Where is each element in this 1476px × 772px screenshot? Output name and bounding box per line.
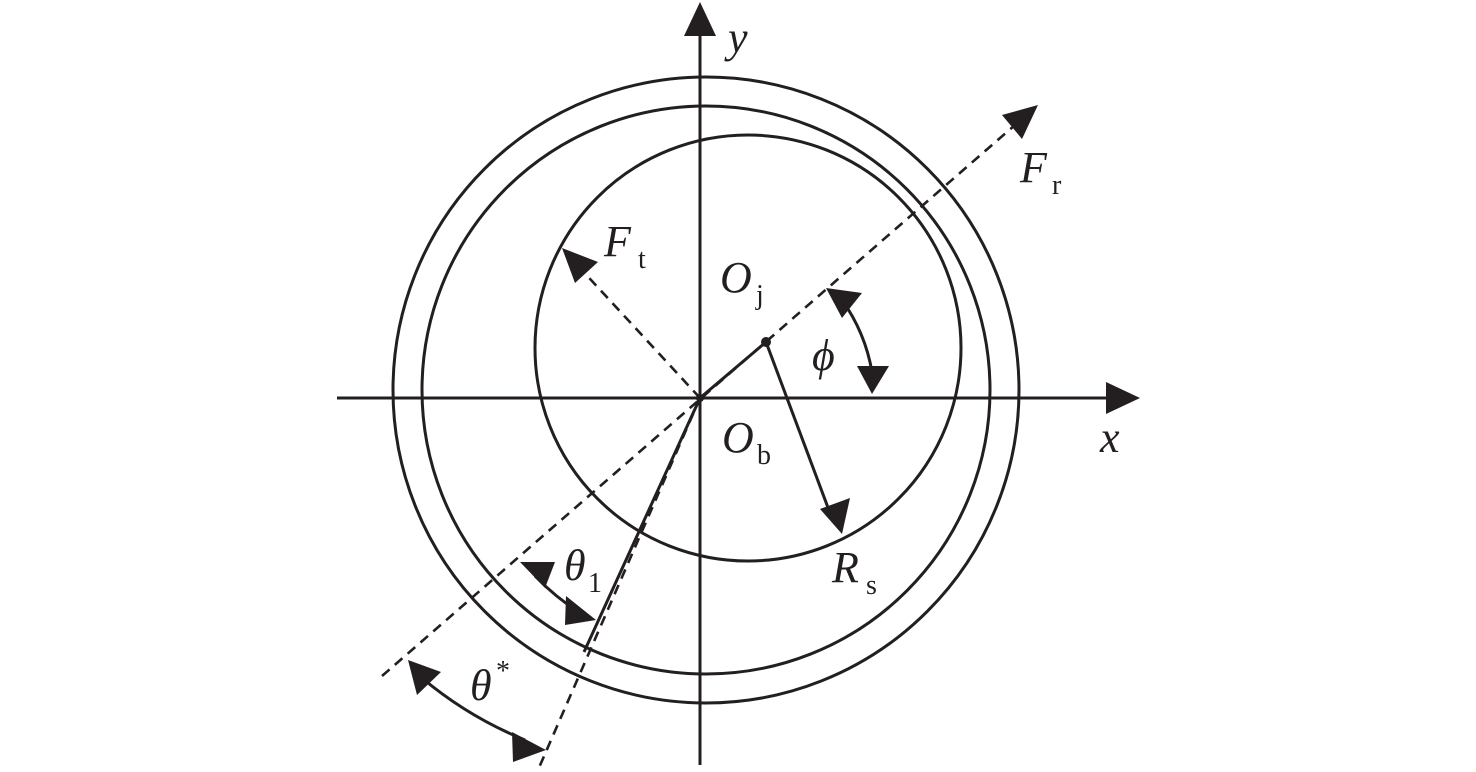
outer-bearing-circle [391,75,1021,705]
ob-label: O [722,413,754,462]
theta1-boundary-line [582,397,702,653]
theta1-label: θ [564,541,586,590]
radius-line [764,341,832,514]
eccentricity-segment [699,340,767,400]
fr-label-subscript: r [1052,170,1062,201]
journal-circle [533,133,963,563]
thetastar-label: θ [470,661,492,710]
x-axis-label: x [1099,413,1120,462]
ft-label: F [603,217,632,266]
theta1-label-subscript: 1 [588,568,602,599]
phi-arrowhead-bottom [857,366,889,394]
ft-arrowhead [562,248,598,283]
rs-label-subscript: s [866,570,877,601]
phi-arrowhead-top [826,288,862,318]
ob-label-subscript: b [757,440,771,471]
fr-arrowhead [1002,105,1038,139]
oj-label-subscript: j [755,280,764,311]
ft-line-dashed [579,267,701,399]
middle-bearing-circle [420,104,992,676]
phi-label: ϕ [812,331,835,380]
load-line-dashed [381,124,1016,677]
thetastar-arrowhead-left [408,660,441,695]
rs-label: R [831,543,859,592]
fr-label: F [1019,143,1048,192]
theta1-arrowhead-left [520,562,555,588]
radius-arrowhead [820,498,850,534]
ft-label-subscript: t [638,244,646,275]
thetastar-arrowhead-right [512,732,546,762]
theta1-arrowhead-right [565,596,596,625]
thetastar-label-superscript: * [496,656,510,687]
y-axis-label: y [724,13,748,62]
oj-label: O [720,253,752,302]
x-axis-arrowhead [1106,382,1140,414]
y-axis-arrowhead [684,2,716,36]
